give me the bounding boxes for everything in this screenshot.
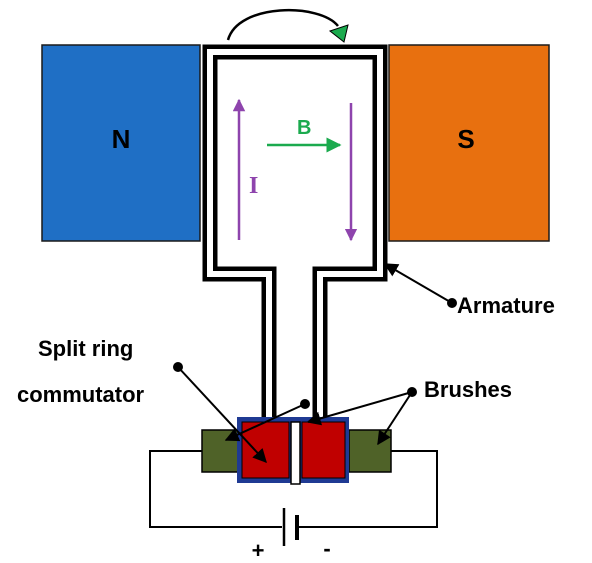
armature-coil [202, 44, 388, 425]
rotation-arrow [226, 8, 349, 43]
battery-negative-label: - [323, 536, 330, 561]
commutator-label-line2: commutator [17, 382, 145, 407]
brushes-pointer: Brushes [306, 377, 512, 446]
magnetic-field: B [267, 117, 342, 153]
current-indicators: I [232, 98, 358, 242]
south-magnet-block [388, 44, 550, 242]
commutator-pointer: Split ring commutator [17, 336, 310, 464]
south-label: S [457, 124, 474, 154]
right-brush [348, 429, 392, 473]
north-magnet-block [41, 44, 201, 242]
rotation-arrowhead [328, 24, 349, 43]
north-label: N [112, 124, 131, 154]
commutator-gap [290, 421, 301, 485]
field-label: B [297, 117, 311, 139]
brushes-label: Brushes [424, 377, 512, 402]
armature-pointer: Armature [383, 263, 555, 318]
circuit-wires [149, 450, 438, 528]
armature-label: Armature [457, 293, 555, 318]
commutator-label-line1: Split ring [38, 336, 133, 361]
battery-positive-label: + [252, 538, 265, 563]
commutator-segment-right [301, 421, 346, 479]
current-label: I [249, 173, 258, 199]
north-magnet: N [41, 44, 201, 242]
south-magnet: S [388, 44, 550, 242]
brushes [201, 429, 392, 473]
battery: + - [252, 508, 331, 563]
